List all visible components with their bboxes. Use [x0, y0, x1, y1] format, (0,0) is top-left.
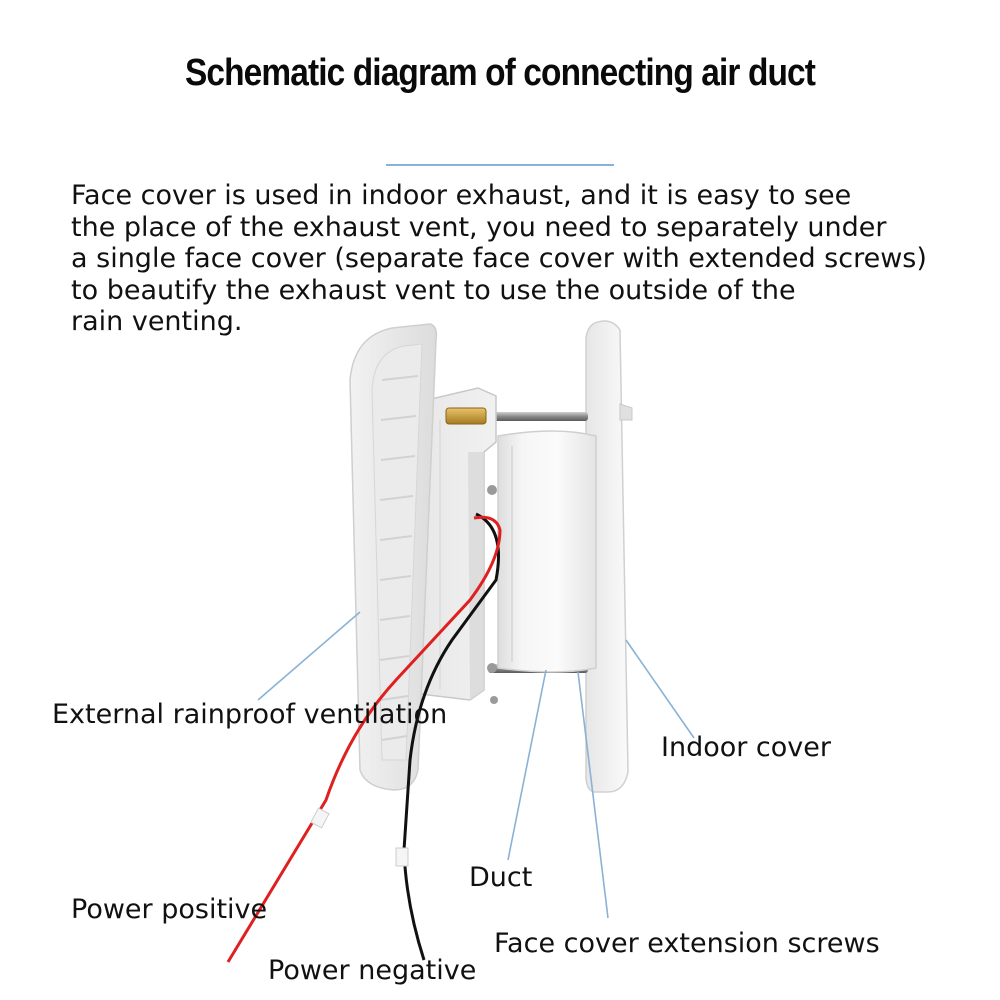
rainproof-ventilation-plate	[349, 323, 438, 791]
label-external-rainproof: External rainproof ventilation	[52, 699, 448, 730]
duct-cylinder	[497, 430, 597, 673]
label-power-negative: Power negative	[268, 955, 477, 986]
label-extension-screws: Face cover extension screws	[494, 928, 880, 959]
label-duct: Duct	[469, 862, 533, 893]
leader-lines	[257, 611, 695, 919]
wire-positive	[226, 515, 502, 963]
page-title: Schematic diagram of connecting air duct	[184, 52, 816, 94]
description-text: Face cover is used in indoor exhaust, an…	[71, 180, 927, 337]
power-wires	[226, 512, 502, 963]
label-indoor-cover: Indoor cover	[661, 732, 831, 763]
label-power-positive: Power positive	[71, 894, 268, 925]
title-underline	[386, 164, 614, 166]
